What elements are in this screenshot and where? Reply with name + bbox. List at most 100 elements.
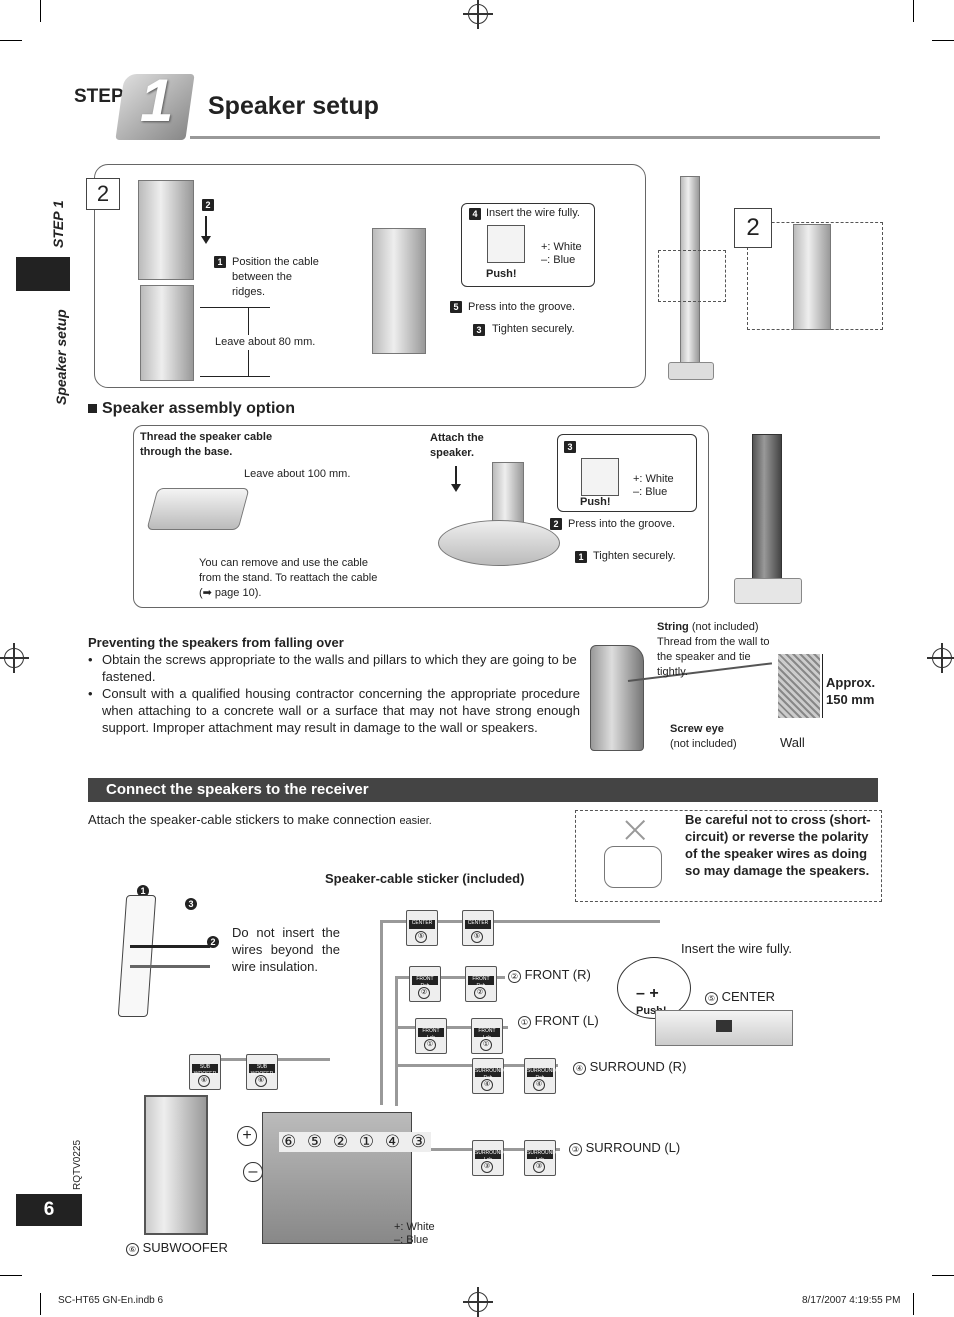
label-surround-l: ③ SURROUND (L) bbox=[569, 1139, 680, 1156]
press-groove-text: Press into the groove. bbox=[568, 518, 676, 530]
wall-text: Wall bbox=[780, 735, 805, 750]
press-groove-text: Press into the groove. bbox=[468, 301, 576, 313]
plus-white-text: +: White bbox=[541, 241, 582, 253]
terminal-polarity-icon: – + bbox=[636, 985, 659, 1002]
do-not-insert-text: Do not insert the wires beyond the wire … bbox=[232, 925, 340, 974]
box-number: 2 bbox=[734, 208, 772, 248]
crop-mark bbox=[932, 40, 954, 41]
crop-mark bbox=[40, 0, 41, 22]
label-center: ⑤ CENTER bbox=[705, 988, 775, 1005]
crop-mark bbox=[0, 1275, 22, 1276]
title-rule bbox=[190, 136, 880, 139]
center-speaker-illustration bbox=[655, 1010, 793, 1046]
registration-mark-icon bbox=[463, 0, 493, 29]
arrow-head-icon bbox=[201, 236, 211, 244]
measure-line bbox=[200, 307, 270, 308]
callout-insert-wire bbox=[461, 203, 595, 287]
label-surround-r: ④ SURROUND (R) bbox=[573, 1058, 686, 1075]
push-text: Push! bbox=[486, 268, 517, 280]
plus-white-text: +: White bbox=[394, 1221, 435, 1233]
screw-eye-text: Screw eye bbox=[670, 723, 724, 735]
measure-line bbox=[822, 654, 823, 718]
registration-mark-icon bbox=[0, 643, 29, 673]
measure-line bbox=[200, 376, 270, 377]
step-num: 1 bbox=[214, 256, 226, 268]
step-num: 3 bbox=[185, 898, 197, 910]
terminal-icon bbox=[581, 458, 619, 496]
speaker-detail-illustration bbox=[793, 224, 831, 330]
wire-bundle bbox=[380, 920, 660, 923]
center-terminal-icon bbox=[716, 1020, 732, 1032]
sticker-label: Speaker-cable sticker (included) bbox=[325, 871, 525, 886]
string-label: String (not included)Thread from the wal… bbox=[657, 621, 770, 678]
label-front-l: ① FRONT (L) bbox=[518, 1012, 599, 1029]
down-arrow-icon bbox=[205, 216, 207, 238]
step-num: 1 bbox=[575, 551, 587, 563]
sidebar-tab bbox=[16, 257, 70, 291]
doc-code: RQTV0225 bbox=[72, 1139, 83, 1190]
registration-mark-icon bbox=[927, 643, 954, 673]
step-num: 1 bbox=[137, 885, 149, 897]
plus-white-text: +: White bbox=[633, 473, 674, 485]
terminal-numbers: ⑥ ⑤ ② ① ④ ③ bbox=[279, 1132, 432, 1152]
assembled-speaker-illustration bbox=[752, 434, 782, 586]
callout-terminal bbox=[557, 434, 697, 512]
step-num: 3 bbox=[564, 441, 576, 453]
falling-bullets: •Obtain the screws appropriate to the wa… bbox=[88, 651, 580, 736]
step-num: 2 bbox=[202, 199, 214, 211]
approx-text: Approx.150 mm bbox=[826, 675, 876, 707]
speaker-back-illustration bbox=[372, 228, 426, 354]
subwoofer-illustration bbox=[144, 1095, 208, 1235]
assembled-base-illustration bbox=[734, 578, 802, 604]
crop-mark bbox=[40, 1293, 41, 1315]
page-number: 6 bbox=[16, 1194, 82, 1226]
push-text: Push! bbox=[580, 496, 611, 508]
step-num: 5 bbox=[450, 301, 462, 313]
insert-fully-text: Insert the wire fully. bbox=[486, 207, 580, 219]
stand-plate-illustration bbox=[438, 520, 560, 566]
connect-heading: Connect the speakers to the receiver bbox=[88, 778, 878, 802]
page-title: Speaker setup bbox=[208, 92, 379, 120]
minus-terminal-icon: – bbox=[243, 1162, 263, 1182]
sidebar-step: STEP 1 bbox=[50, 200, 66, 248]
insert-fully-text: Insert the wire fully. bbox=[681, 941, 793, 956]
registration-mark-icon bbox=[463, 1287, 493, 1317]
not-included-text: (not included) bbox=[670, 738, 737, 750]
crop-mark bbox=[913, 1293, 914, 1315]
step-number: 1 bbox=[140, 67, 174, 134]
arrow-head-icon bbox=[451, 484, 461, 492]
minus-blue-text: –: Blue bbox=[541, 254, 576, 266]
terminal-icon bbox=[487, 225, 525, 263]
plus-terminal-icon: + bbox=[237, 1126, 257, 1146]
leave-80-text: Leave about 80 mm. bbox=[215, 335, 316, 350]
label-subwoofer: ⑥ SUBWOOFER bbox=[126, 1239, 228, 1256]
falling-heading: Preventing the speakers from falling ove… bbox=[88, 635, 344, 650]
step-num: 3 bbox=[473, 324, 485, 336]
footer-date: 8/17/2007 4:19:55 PM bbox=[802, 1295, 901, 1306]
square-bullet-icon bbox=[88, 404, 97, 413]
crop-mark bbox=[913, 0, 914, 22]
position-cable-text: Position the cable between the ridges. bbox=[232, 256, 319, 298]
assembly-heading: Speaker assembly option bbox=[88, 400, 295, 418]
stand-base-illustration bbox=[146, 488, 250, 530]
panel-speaker-mount bbox=[94, 164, 646, 388]
tighten-text: Tighten securely. bbox=[492, 323, 575, 335]
crop-mark bbox=[932, 1275, 954, 1276]
terminal-zoom-callout bbox=[617, 957, 691, 1019]
minus-blue-text: –: Blue bbox=[394, 1234, 429, 1246]
speaker-top-illustration bbox=[138, 180, 194, 280]
step-label: STEP bbox=[74, 86, 124, 107]
detail-box bbox=[658, 250, 726, 302]
sidebar-section: Speaker setup bbox=[53, 309, 69, 405]
wire-bundle bbox=[380, 920, 383, 1105]
step-num: 4 bbox=[469, 208, 481, 220]
speaker-side-illustration bbox=[590, 645, 644, 751]
